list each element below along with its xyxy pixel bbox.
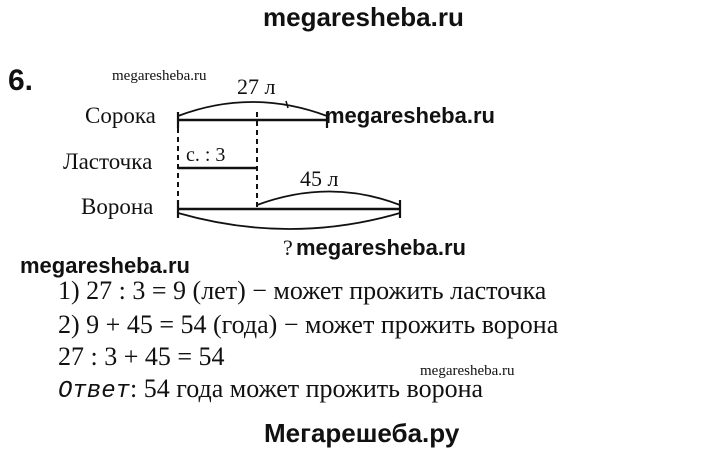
vorona-extra-brace [256,190,401,206]
label-45l: 45 л [300,166,339,191]
task-number: 6. [8,64,34,97]
solution-step-2: 2) 9 + 45 = 54 (года) − может прожить во… [58,310,559,339]
answer-label: Ответ [58,378,131,405]
watermark-small: megaresheba.ru [112,68,207,84]
solution-step-1: 1) 27 : 3 = 9 (лет) − может прожить ласт… [58,276,547,305]
watermark: megaresheba.ru [296,235,466,260]
row-label-soroka: Сорока [85,103,156,128]
soroka-brace [177,101,328,117]
watermark: megaresheba.ru [325,103,495,128]
watermark: megaresheba.ru [20,253,190,278]
question-mark: ? [283,235,293,260]
row-label-vorona: Ворона [81,194,154,219]
label-s3: с. : 3 [186,144,226,166]
watermark-top: megaresheba.ru [263,2,464,32]
label-27l: 27 л [237,74,276,99]
vorona-total-brace [177,212,401,230]
watermark-bottom: Мегарешеба.ру [264,418,460,448]
answer-text: : 54 года может прожить ворона [130,374,484,403]
watermark-small: megaresheba.ru [420,363,515,379]
row-label-lastochka: Ласточка [63,149,153,174]
solution-expression: 27 : 3 + 45 = 54 [58,342,225,371]
answer-line: Ответ: 54 года может прожить ворона [58,374,483,405]
